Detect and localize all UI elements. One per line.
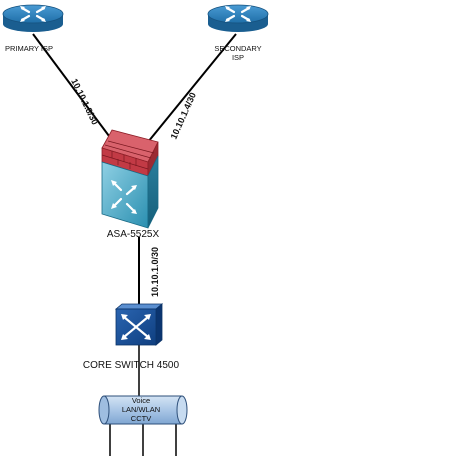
secondary-isp-router[interactable]: SECONDARY ISP — [207, 4, 269, 62]
primary-isp-label: PRIMARY ISP — [5, 44, 53, 53]
asa-firewall[interactable]: ASA-5525X — [101, 129, 160, 240]
primary-isp-router[interactable]: PRIMARY ISP — [2, 4, 64, 53]
lan-bus-line1: Voice — [132, 396, 150, 405]
firewall-label: ASA-5525X — [107, 229, 160, 240]
lan-bus-line2: LAN/WLAN — [122, 405, 160, 414]
core-switch[interactable]: CORE SWITCH 4500 — [83, 303, 180, 371]
switch-icon — [114, 303, 164, 346]
firewall-icon — [101, 129, 159, 229]
secondary-isp-label-line1: SECONDARY — [214, 44, 261, 53]
link-label-primary: 10.10.1.8/30 — [69, 77, 100, 126]
link-primary-firewall — [32, 33, 113, 141]
link-secondary-firewall — [147, 33, 237, 143]
core-switch-label: CORE SWITCH 4500 — [83, 360, 180, 371]
secondary-isp-label-line2: ISP — [232, 53, 244, 62]
lan-bus-icon — [98, 395, 188, 425]
links — [32, 33, 237, 456]
router-icon — [2, 4, 64, 32]
link-label-core: 10.10.1.0/30 — [150, 247, 160, 297]
lan-bus[interactable]: Voice LAN/WLAN CCTV — [98, 395, 188, 425]
router-icon — [207, 4, 269, 32]
lan-bus-line3: CCTV — [131, 414, 151, 423]
